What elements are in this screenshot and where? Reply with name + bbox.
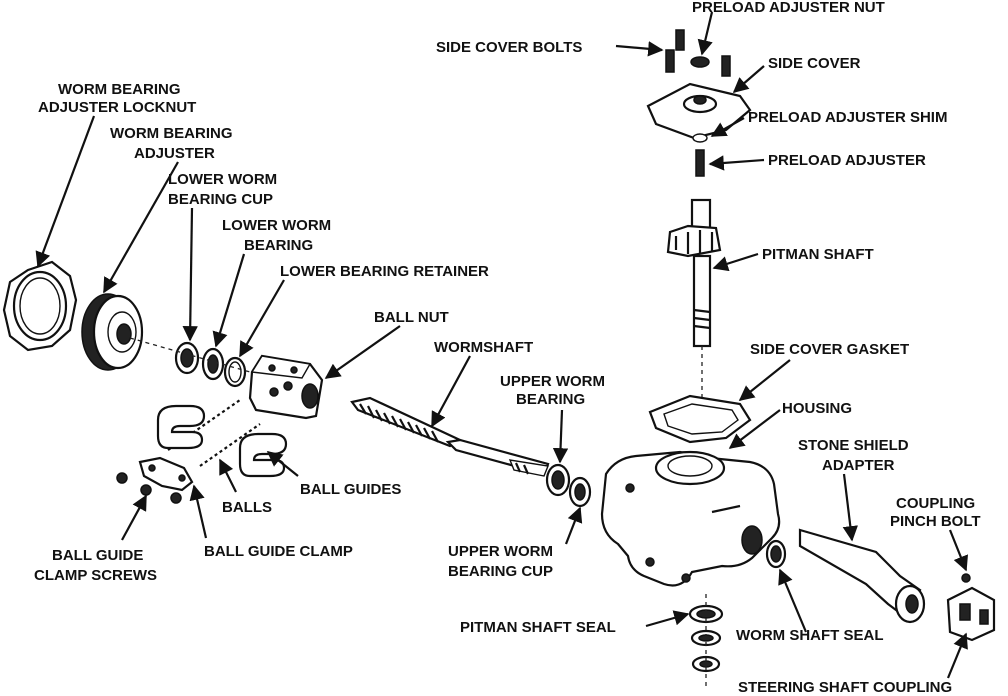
label-upper-worm-bearing-cup-line1: UPPER WORM: [448, 543, 553, 560]
label-wormshaft: WORMSHAFT: [434, 339, 533, 356]
label-worm-bearing-adjuster-locknut-line1: WORM BEARING: [58, 81, 181, 98]
lower-worm-bearing-cup: [174, 341, 200, 375]
label-lower-worm-bearing-line1: LOWER WORM: [222, 217, 331, 234]
label-lower-bearing-retainer: LOWER BEARING RETAINER: [280, 263, 489, 280]
wormshaft: [350, 396, 550, 477]
label-upper-worm-bearing-line1: UPPER WORM: [500, 373, 605, 390]
label-pitman-shaft-seal: PITMAN SHAFT SEAL: [460, 619, 616, 636]
label-lower-worm-bearing-cup-line1: LOWER WORM: [168, 171, 277, 188]
label-ball-guide-clamp-screws-line2: CLAMP SCREWS: [34, 567, 157, 584]
label-ball-nut: BALL NUT: [374, 309, 449, 326]
label-ball-guide-clamp-screws-line1: BALL GUIDE: [52, 547, 143, 564]
label-coupling-pinch-bolt-line1: COUPLING: [896, 495, 975, 512]
ball-nut: [248, 354, 324, 420]
pitman-shaft: [666, 198, 722, 348]
preload-adjuster-shim: [692, 133, 708, 143]
label-worm-bearing-adjuster-line2: ADJUSTER: [134, 145, 215, 162]
label-ball-guide-clamp: BALL GUIDE CLAMP: [204, 543, 353, 560]
worm-shaft-seal: [765, 539, 787, 569]
label-pitman-shaft: PITMAN SHAFT: [762, 246, 874, 263]
lower-bearing-retainer: [223, 356, 247, 388]
worm-bearing-adjuster: [81, 293, 144, 371]
ball-guide-clamp: [138, 456, 194, 492]
label-worm-shaft-seal: WORM SHAFT SEAL: [736, 627, 884, 644]
label-side-cover-bolts: SIDE COVER BOLTS: [436, 39, 582, 56]
leader-arrows: [35, 11, 969, 679]
label-side-cover-gasket: SIDE COVER GASKET: [750, 341, 909, 358]
label-balls: BALLS: [222, 499, 272, 516]
label-preload-adjuster-nut: PRELOAD ADJUSTER NUT: [692, 0, 885, 16]
label-steering-shaft-coupling: STEERING SHAFT COUPLING: [738, 679, 952, 696]
upper-worm-bearing: [545, 463, 571, 497]
stone-shield-adapter: [798, 528, 926, 624]
label-worm-bearing-adjuster-line1: WORM BEARING: [110, 125, 233, 142]
label-stone-shield-adapter-line1: STONE SHIELD: [798, 437, 909, 454]
worm-bearing-adjuster-locknut: [2, 260, 78, 352]
label-lower-worm-bearing-line2: BEARING: [244, 237, 313, 254]
preload-adjuster-nut: [690, 56, 710, 68]
preload-adjuster: [695, 149, 705, 177]
label-upper-worm-bearing-line2: BEARING: [516, 391, 585, 408]
label-stone-shield-adapter-line2: ADAPTER: [822, 457, 895, 474]
label-side-cover: SIDE COVER: [768, 55, 861, 72]
label-coupling-pinch-bolt-line2: PINCH BOLT: [890, 513, 981, 530]
lower-worm-bearing: [201, 347, 225, 381]
housing: [600, 450, 781, 587]
label-preload-adjuster: PRELOAD ADJUSTER: [768, 152, 926, 169]
steering-shaft-coupling: [946, 573, 996, 642]
ball-guide-clamp-screws: [116, 472, 182, 504]
side-cover-bolts: [665, 29, 731, 77]
label-preload-adjuster-shim: PRELOAD ADJUSTER SHIM: [748, 109, 947, 126]
label-housing: HOUSING: [782, 400, 852, 417]
upper-worm-bearing-cup: [568, 476, 592, 508]
label-lower-worm-bearing-cup-line2: BEARING CUP: [168, 191, 273, 208]
label-upper-worm-bearing-cup-line2: BEARING CUP: [448, 563, 553, 580]
label-ball-guides: BALL GUIDES: [300, 481, 401, 498]
label-worm-bearing-adjuster-locknut-line2: ADJUSTER LOCKNUT: [38, 99, 196, 116]
side-cover-gasket: [648, 394, 752, 444]
